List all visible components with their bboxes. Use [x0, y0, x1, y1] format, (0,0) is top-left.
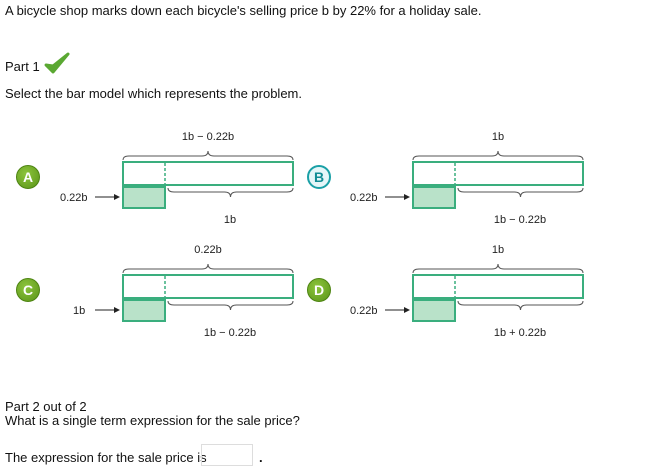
part1-label: Part 1 [5, 59, 40, 74]
top-brace [122, 150, 294, 161]
part-bar [122, 299, 166, 322]
part2-question: What is a single term expression for the… [5, 413, 300, 428]
bar-model-b[interactable]: 1b 1b − 0.22b 0.22b [350, 128, 590, 228]
option-d-button[interactable]: D [307, 278, 331, 302]
bottom-brace [167, 300, 294, 311]
bottom-label: 1b − 0.22b [204, 327, 256, 339]
problem-statement: A bicycle shop marks down each bicycle's… [5, 3, 482, 18]
bottom-brace [167, 187, 294, 198]
whole-bar [412, 161, 584, 186]
arrow-head-icon [404, 307, 410, 313]
whole-bar [412, 274, 584, 299]
top-label: 1b [492, 131, 504, 143]
top-label: 0.22b [194, 244, 222, 256]
left-label: 0.22b [350, 192, 378, 204]
left-label: 1b [73, 305, 85, 317]
checkmark-icon [44, 52, 70, 74]
arrow-head-icon [404, 194, 410, 200]
answer-prefix: The expression for the sale price is [5, 450, 207, 465]
answer-suffix: . [259, 450, 263, 465]
part-bar [122, 186, 166, 209]
arrow-head-icon [114, 307, 120, 313]
top-brace [412, 263, 584, 274]
part-bar [412, 299, 456, 322]
whole-bar [122, 274, 294, 299]
top-label: 1b [492, 244, 504, 256]
bottom-brace [457, 300, 584, 311]
answer-input[interactable] [201, 444, 253, 466]
bar-model-a[interactable]: 1b − 0.22b 1b 0.22b [60, 128, 300, 228]
bottom-label: 1b − 0.22b [494, 214, 546, 226]
option-a-button[interactable]: A [16, 165, 40, 189]
top-brace [412, 150, 584, 161]
bar-model-d[interactable]: 1b 1b + 0.22b 0.22b [350, 241, 590, 341]
left-label: 0.22b [350, 305, 378, 317]
whole-bar [122, 161, 294, 186]
bottom-brace [457, 187, 584, 198]
part2-label: Part 2 out of 2 [5, 399, 87, 414]
bar-model-c[interactable]: 0.22b 1b − 0.22b 1b [60, 241, 300, 341]
arrow-head-icon [114, 194, 120, 200]
top-brace [122, 263, 294, 274]
bottom-label: 1b [224, 214, 236, 226]
left-label: 0.22b [60, 192, 88, 204]
top-label: 1b − 0.22b [182, 131, 234, 143]
option-c-button[interactable]: C [16, 278, 40, 302]
bottom-label: 1b + 0.22b [494, 327, 546, 339]
part-bar [412, 186, 456, 209]
part1-instruction: Select the bar model which represents th… [5, 86, 302, 101]
option-b-button[interactable]: B [307, 165, 331, 189]
